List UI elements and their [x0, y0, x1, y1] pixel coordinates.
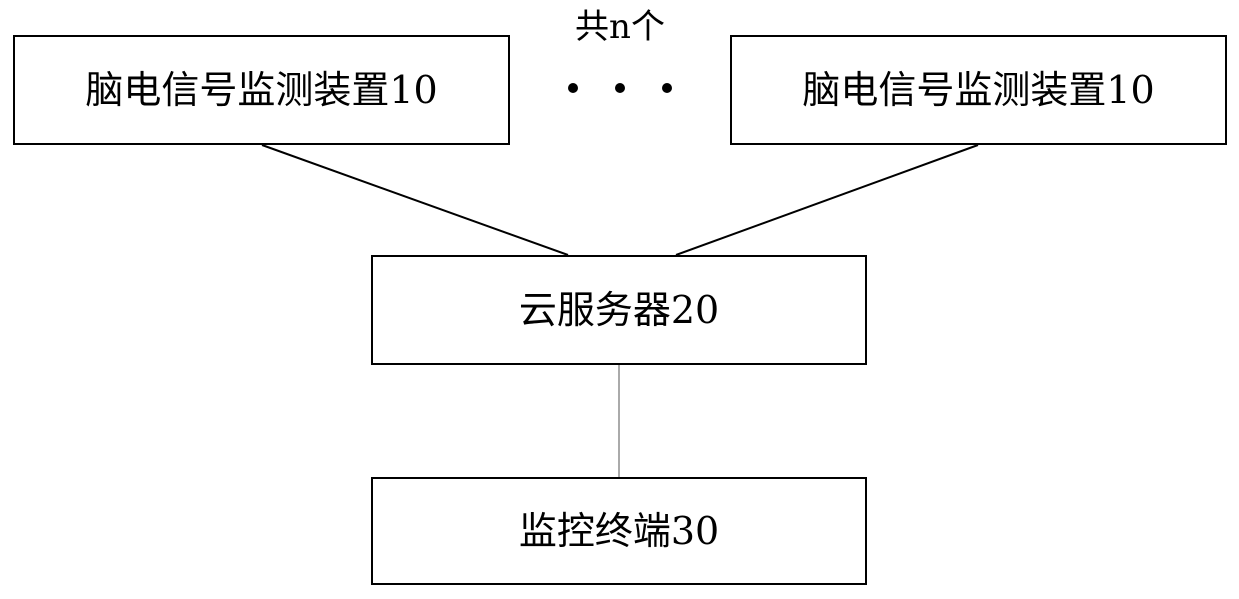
device-count-label: 共n个	[560, 10, 680, 44]
cloud-server-label: 云服务器20	[519, 291, 719, 329]
eeg-monitor-device-label: 脑电信号监测装置10	[802, 71, 1154, 109]
eeg-monitor-device-box-right: 脑电信号监测装置10	[730, 35, 1227, 145]
ellipsis-dot	[662, 83, 672, 93]
monitor-terminal-box: 监控终端30	[371, 477, 867, 585]
ellipsis-dot	[615, 83, 625, 93]
link-right-device-to-cloud	[676, 145, 978, 255]
link-left-device-to-cloud	[262, 145, 568, 255]
eeg-monitor-device-box-left: 脑电信号监测装置10	[13, 35, 510, 145]
monitor-terminal-label: 监控终端30	[519, 512, 719, 550]
eeg-monitor-device-label: 脑电信号监测装置10	[85, 71, 437, 109]
cloud-server-box: 云服务器20	[371, 255, 867, 365]
ellipsis-dot	[568, 83, 578, 93]
ellipsis-dots-icon	[555, 68, 685, 108]
